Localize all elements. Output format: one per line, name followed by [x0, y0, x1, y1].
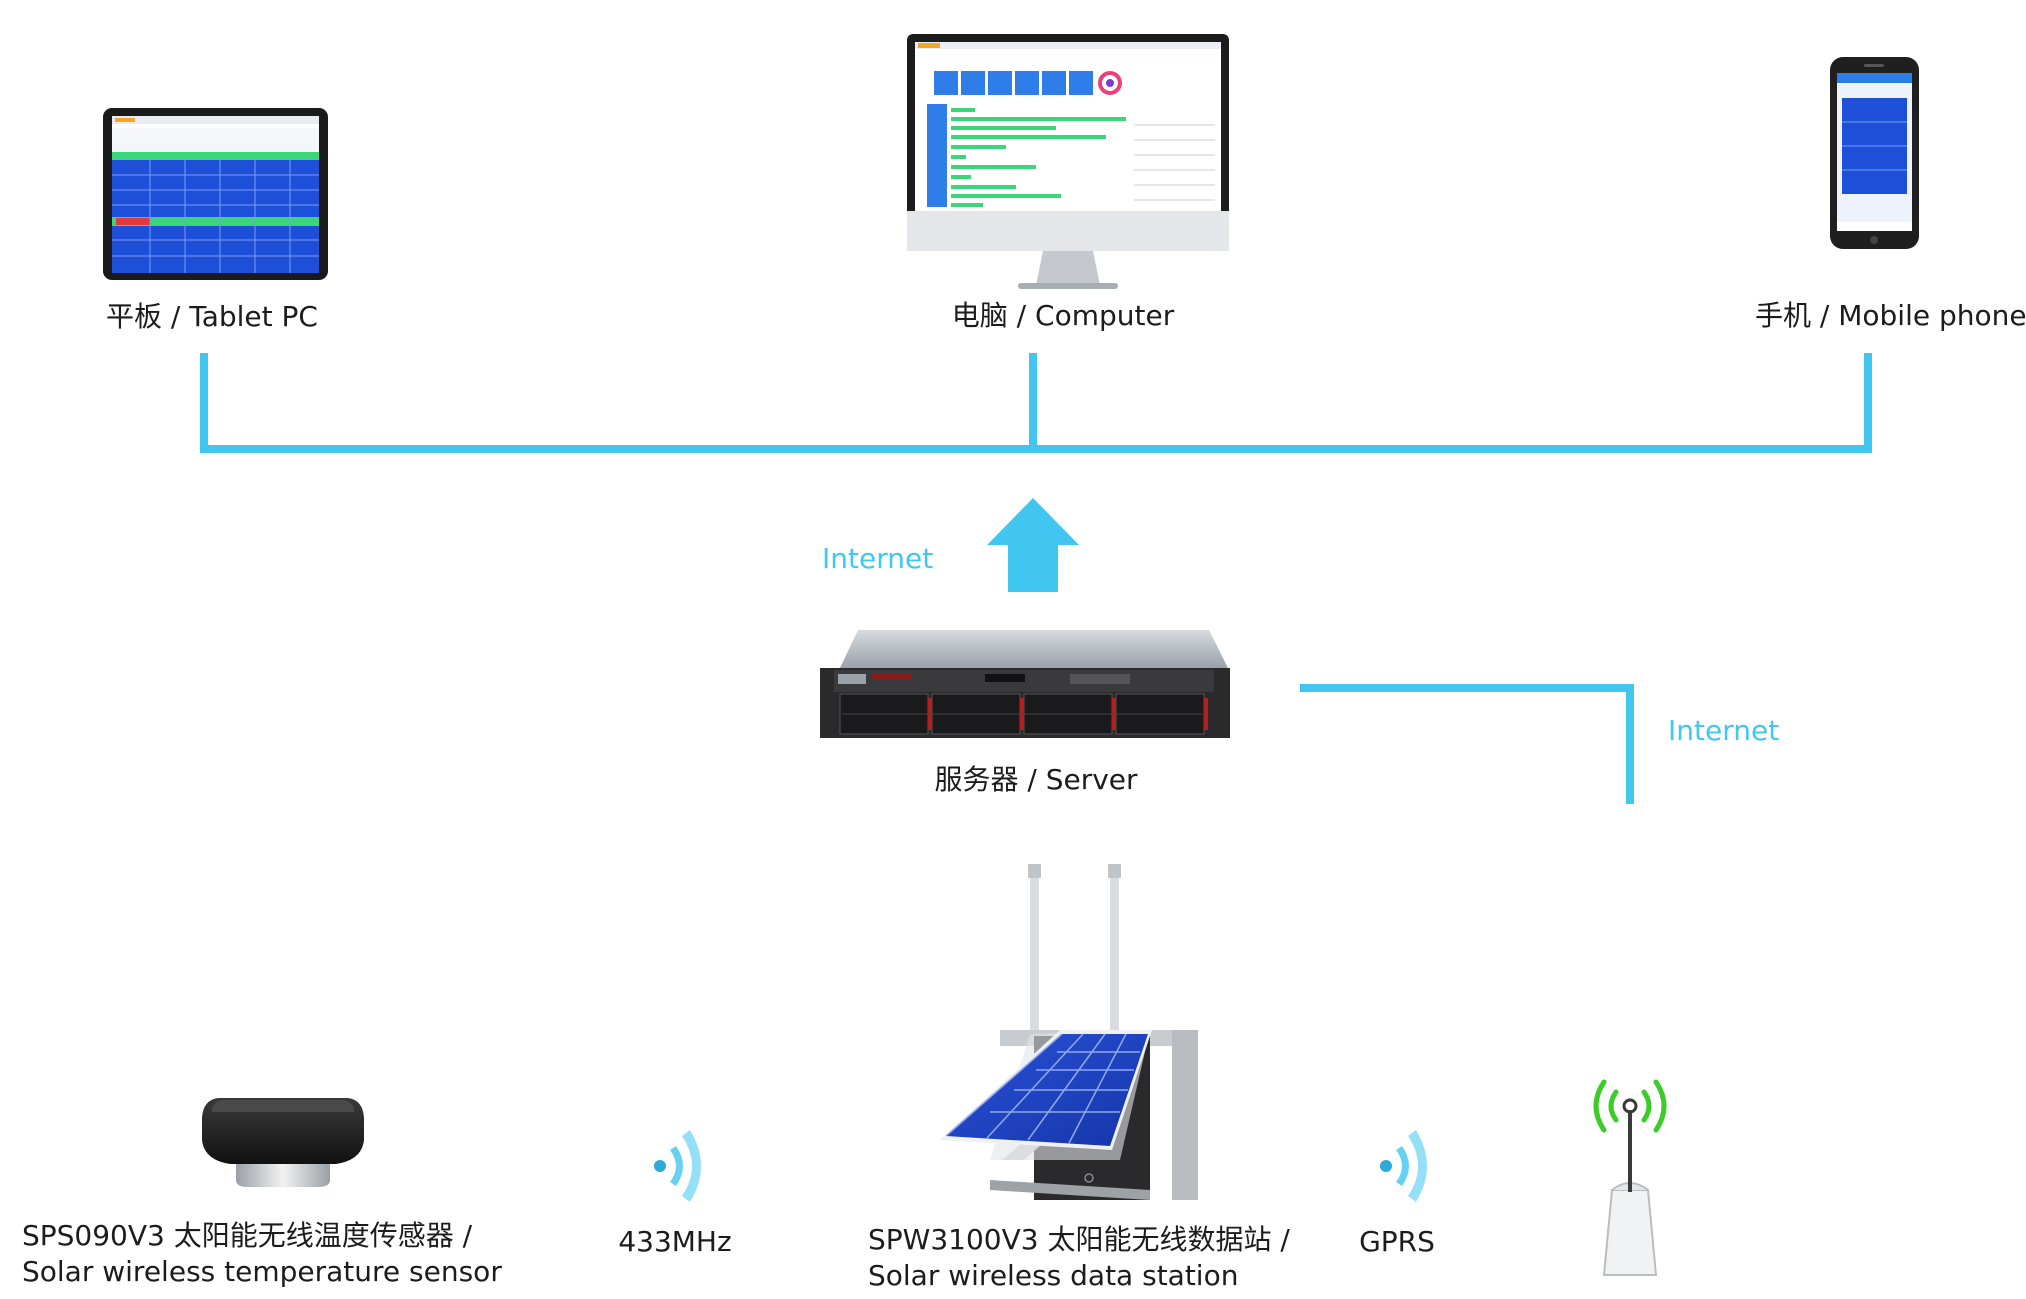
computer-label: 电脑 / Computer — [951, 299, 1175, 332]
smartphone-icon — [1830, 57, 1919, 249]
sensor-label-cn: SPS090V3 太阳能无线温度传感器 / — [22, 1219, 473, 1252]
monitor-icon — [907, 34, 1229, 289]
internet-up-arrow — [987, 498, 1079, 592]
temperature-sensor-icon — [202, 1098, 364, 1187]
radio-433mhz-label: 433MHz — [618, 1225, 732, 1258]
station-label-cn: SPW3100V3 太阳能无线数据站 / — [868, 1223, 1290, 1256]
device-bus-lines — [200, 353, 1872, 453]
gprs-wave-icon — [1380, 1130, 1427, 1202]
tablet-icon — [103, 108, 328, 280]
sensor-label: SPS090V3 太阳能无线温度传感器 / Solar wireless tem… — [22, 1218, 502, 1290]
server-to-tower-line — [1300, 684, 1634, 804]
server-label: 服务器 / Server — [934, 763, 1138, 796]
internet-right-label: Internet — [1668, 714, 1780, 747]
cell-tower-icon — [1593, 1079, 1667, 1276]
rack-server-icon — [820, 630, 1230, 738]
wireless-433mhz-wave-icon — [654, 1130, 701, 1202]
tablet-label: 平板 / Tablet PC — [106, 300, 318, 333]
sensor-label-en: Solar wireless temperature sensor — [22, 1255, 502, 1288]
station-label-en: Solar wireless data station — [868, 1259, 1239, 1292]
solar-data-station-icon — [940, 864, 1198, 1200]
mobile-label: 手机 / Mobile phone — [1755, 299, 2026, 332]
internet-up-label: Internet — [822, 542, 934, 575]
station-label: SPW3100V3 太阳能无线数据站 / Solar wireless data… — [868, 1222, 1290, 1294]
gprs-label: GPRS — [1359, 1225, 1435, 1258]
